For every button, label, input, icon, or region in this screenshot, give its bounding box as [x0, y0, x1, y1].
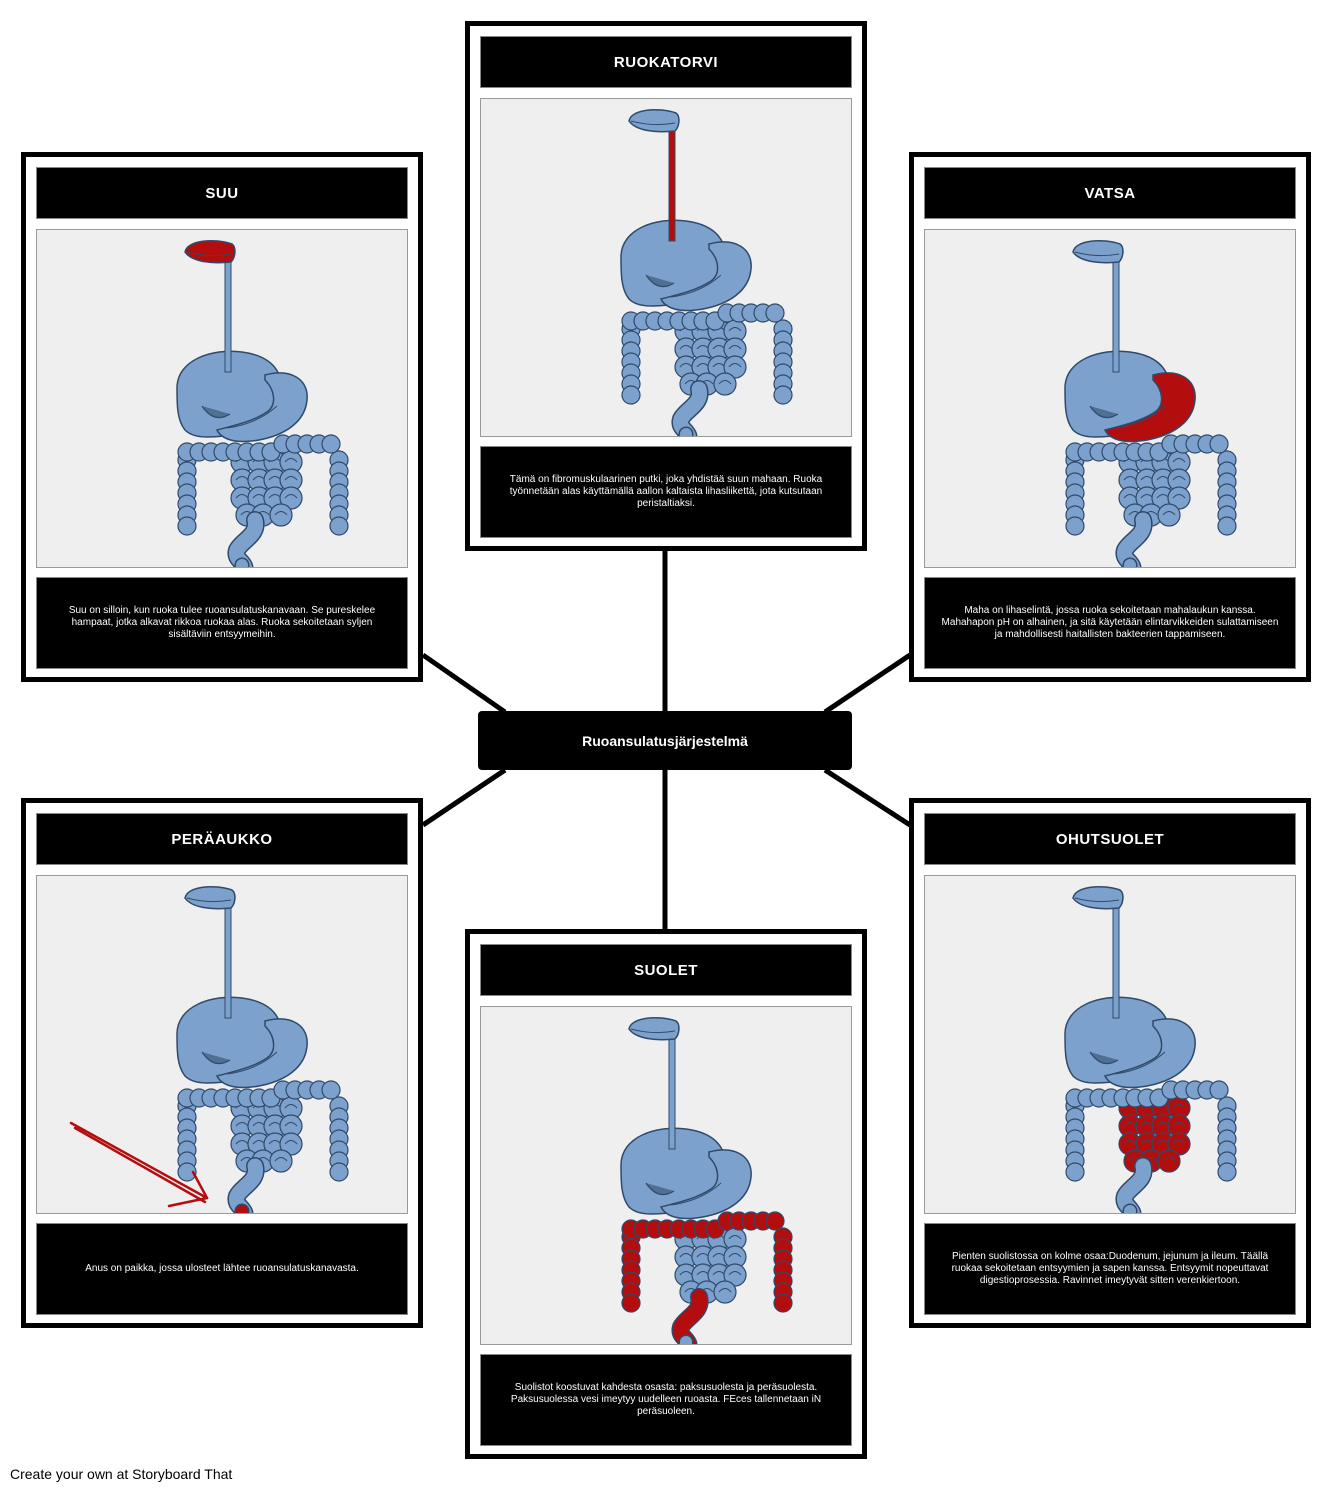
- card-suu: SUU Suu on silloin, kun ruoka tulee ruoa…: [21, 152, 423, 682]
- arrow-pointer: [69, 1121, 209, 1208]
- digestive-system-image: [480, 1006, 852, 1345]
- anus-shape: [1122, 557, 1138, 567]
- footer-credit: Create your own at Storyboard That: [10, 1466, 233, 1482]
- esophagus-shape: [224, 261, 232, 373]
- connector-suu: [421, 652, 507, 715]
- gallbladder-shape: [201, 1051, 231, 1065]
- large-intestine-shape: [621, 303, 793, 405]
- anus-shape: [234, 1203, 250, 1213]
- digestive-system-image: [36, 875, 408, 1214]
- card-ruokatorvi: RUOKATORVI Tämä on fibromuskulaarinen pu…: [465, 21, 867, 551]
- small-intestine-shape: [674, 319, 747, 396]
- stomach-shape: [659, 1149, 752, 1220]
- mouth-shape: [1072, 885, 1124, 910]
- small-intestine-shape: [1118, 450, 1191, 527]
- stomach-shape: [215, 1018, 308, 1089]
- mouth-shape: [184, 885, 236, 910]
- card-description: Suolistot koostuvat kahdesta osasta: pak…: [480, 1354, 852, 1446]
- card-description: Pienten suolistossa on kolme osaa:Duoden…: [924, 1223, 1296, 1315]
- esophagus-shape: [1112, 907, 1120, 1019]
- large-intestine-shape: [177, 1080, 349, 1182]
- mouth-shape: [184, 239, 236, 264]
- card-perauakko: PERÄAUKKO Anus on paikka, jossa ulosteet…: [21, 798, 423, 1328]
- small-intestine-shape: [1118, 1096, 1191, 1173]
- gallbladder-shape: [1089, 1051, 1119, 1065]
- esophagus-shape: [668, 1038, 676, 1150]
- stomach-shape: [1103, 372, 1196, 443]
- card-vatsa: VATSA Maha on lihaselintä, jossa ruoka s…: [909, 152, 1311, 682]
- digestive-organs-svg: [1064, 239, 1237, 567]
- card-title: VATSA: [924, 167, 1296, 219]
- gallbladder-shape: [201, 405, 231, 419]
- card-ohutsuolet: OHUTSUOLET Pienten suolistossa on kolme …: [909, 798, 1311, 1328]
- connector-ohutsuolet: [823, 767, 912, 828]
- large-intestine-shape: [1065, 434, 1237, 536]
- card-title: SUOLET: [480, 944, 852, 996]
- stomach-shape: [1103, 1018, 1196, 1089]
- digestive-organs-svg: [1064, 885, 1237, 1213]
- card-description: Tämä on fibromuskulaarinen putki, joka y…: [480, 446, 852, 538]
- gallbladder-shape: [645, 1182, 675, 1196]
- mouth-shape: [628, 1016, 680, 1041]
- connector-vatsa: [823, 652, 912, 715]
- card-description: Maha on lihaselintä, jossa ruoka sekoite…: [924, 577, 1296, 669]
- digestive-organs-svg: [620, 1016, 793, 1344]
- digestive-system-image: [480, 98, 852, 437]
- digestive-system-image: [36, 229, 408, 568]
- esophagus-shape: [224, 907, 232, 1019]
- large-intestine-shape: [1065, 1080, 1237, 1182]
- esophagus-shape: [668, 130, 676, 242]
- center-node: Ruoansulatusjärjestelmä: [478, 711, 852, 770]
- digestive-organs-svg: [69, 885, 349, 1213]
- stomach-shape: [659, 241, 752, 312]
- small-intestine-shape: [230, 450, 303, 527]
- anus-shape: [678, 426, 694, 436]
- card-description: Suu on silloin, kun ruoka tulee ruoansul…: [36, 577, 408, 669]
- digestive-system-image: [924, 229, 1296, 568]
- mouth-shape: [1072, 239, 1124, 264]
- gallbladder-shape: [645, 274, 675, 288]
- card-description: Anus on paikka, jossa ulosteet lähtee ru…: [36, 1223, 408, 1315]
- mouth-shape: [628, 108, 680, 133]
- small-intestine-shape: [230, 1096, 303, 1173]
- card-title: SUU: [36, 167, 408, 219]
- connector-perauakko: [421, 767, 507, 828]
- card-title: PERÄAUKKO: [36, 813, 408, 865]
- esophagus-shape: [1112, 261, 1120, 373]
- anus-shape: [1122, 1203, 1138, 1213]
- digestive-organs-svg: [620, 108, 793, 436]
- card-suolet: SUOLET Suolistot koostuvat kahdesta osas…: [465, 929, 867, 1459]
- card-title: OHUTSUOLET: [924, 813, 1296, 865]
- anus-shape: [678, 1334, 694, 1344]
- large-intestine-shape: [621, 1211, 793, 1313]
- small-intestine-shape: [674, 1227, 747, 1304]
- stomach-shape: [215, 372, 308, 443]
- large-intestine-shape: [177, 434, 349, 536]
- card-title: RUOKATORVI: [480, 36, 852, 88]
- anus-shape: [234, 557, 250, 567]
- digestive-organs-svg: [176, 239, 349, 567]
- digestive-system-image: [924, 875, 1296, 1214]
- gallbladder-shape: [1089, 405, 1119, 419]
